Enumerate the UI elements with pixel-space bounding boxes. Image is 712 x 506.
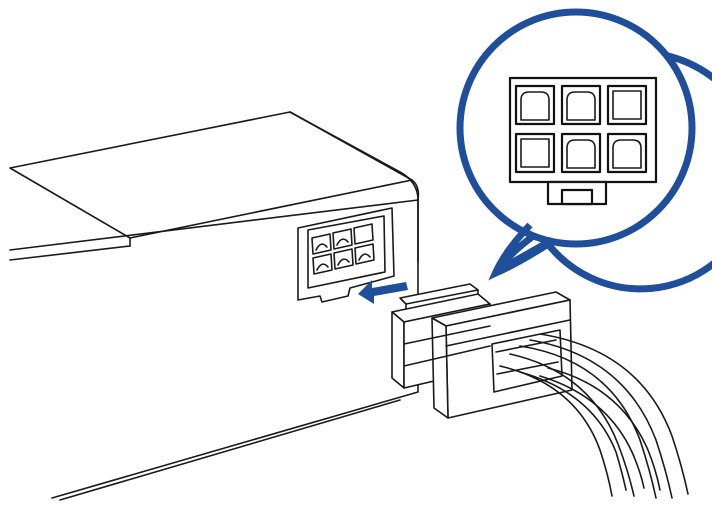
- magnified-pin-1: [514, 84, 556, 126]
- psu-box-icon: [9, 111, 420, 501]
- magnified-pin-6: [606, 132, 648, 174]
- six-pin-port-icon: [297, 207, 395, 303]
- magnified-pin-5: [560, 132, 602, 174]
- port-pin-grid: [311, 223, 375, 275]
- magnified-pin-4: [514, 132, 556, 174]
- magnified-pin-layout-callout: [456, 8, 712, 293]
- cable-bundle-icon: [499, 333, 689, 499]
- magnified-pin-2: [560, 84, 602, 126]
- magnified-connector-face: [508, 76, 658, 206]
- six-pin-connector-plug-icon: [391, 283, 573, 419]
- insert-arrow-icon: [358, 280, 408, 304]
- magnified-pin-3: [606, 84, 648, 126]
